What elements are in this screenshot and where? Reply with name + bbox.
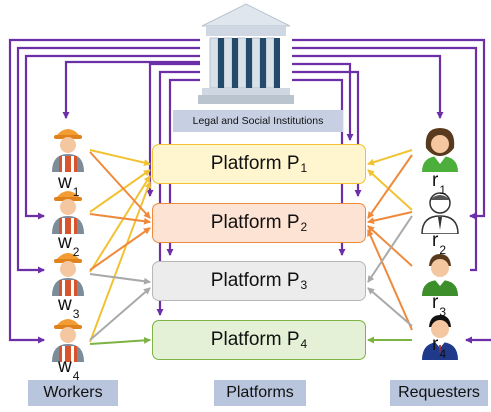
requester-3-label: r3: [432, 292, 447, 319]
institution-lines-right: [292, 38, 491, 344]
worker-3-label: w3: [58, 294, 80, 321]
requester-arrows: [367, 149, 413, 344]
institution-building-icon: [198, 3, 294, 104]
requester-2-name: r: [432, 230, 439, 251]
worker-3-name: w: [58, 294, 72, 315]
worker-3-subscript: 3: [72, 306, 80, 321]
requester-1-subscript: 1: [439, 182, 447, 197]
worker-1-name: w: [58, 172, 72, 193]
workers-column-label: Workers: [28, 380, 118, 406]
requester-4-name: r: [432, 334, 439, 355]
institution-lines-left: [8, 38, 200, 344]
platform-4-name: Platform P: [210, 329, 300, 350]
platform-1-subscript: 1: [300, 161, 308, 175]
worker-2-subscript: 2: [72, 244, 80, 259]
institution-label: Legal and Social Institutions: [173, 110, 343, 132]
worker-2-icon: [52, 191, 84, 234]
platform-3-subscript: 3: [300, 278, 308, 292]
requester-1-name: r: [432, 170, 439, 191]
worker-2-label: w2: [58, 232, 80, 259]
worker-2-name: w: [58, 232, 72, 253]
platforms-column-label: Platforms: [214, 380, 306, 406]
requesters-column-label: Requesters: [390, 380, 488, 406]
worker-4-name: w: [58, 356, 72, 377]
worker-4-subscript: 4: [72, 368, 80, 383]
platform-2-name: Platform P: [210, 212, 300, 233]
platform-3-name: Platform P: [210, 270, 300, 291]
requester-3-icon: [422, 254, 458, 296]
requester-2-subscript: 2: [439, 242, 447, 257]
worker-1-label: w1: [58, 172, 80, 199]
requester-4-label: r4: [432, 334, 447, 361]
worker-1-subscript: 1: [72, 184, 80, 199]
requester-3-name: r: [432, 292, 439, 313]
platform-4-subscript: 4: [300, 337, 308, 351]
requester-4-icon: [422, 315, 458, 360]
requester-1-icon: [422, 128, 458, 172]
requester-1-label: r1: [432, 170, 447, 197]
requester-4-subscript: 4: [439, 346, 447, 361]
requester-3-subscript: 3: [439, 304, 447, 319]
worker-arrows: [89, 149, 152, 345]
worker-3-icon: [52, 253, 84, 296]
requester-2-label: r2: [432, 230, 447, 257]
worker-4-label: w4: [58, 356, 80, 383]
requester-2-icon: [421, 192, 459, 234]
worker-4-icon: [52, 319, 84, 362]
platform-1-name: Platform P: [210, 153, 300, 174]
platform-2-subscript: 2: [300, 220, 308, 234]
worker-1-icon: [52, 129, 84, 172]
